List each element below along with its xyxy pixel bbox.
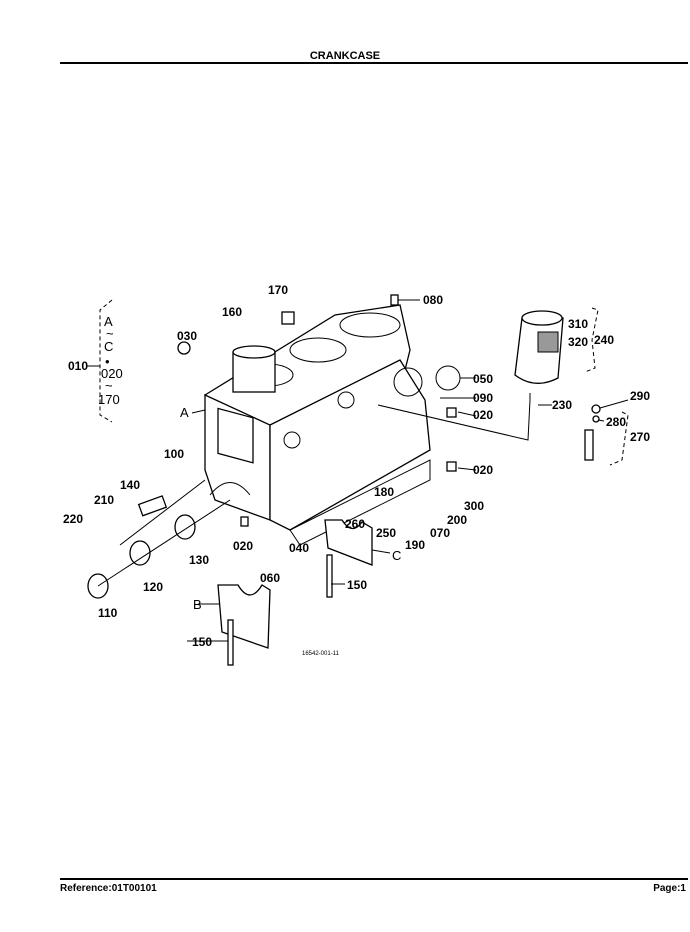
callout: 040: [289, 541, 309, 555]
callout: 280: [606, 415, 626, 429]
reference-number: Reference:01T00101: [60, 883, 157, 894]
callout: 180: [374, 485, 394, 499]
cylinder-liner: [232, 345, 276, 393]
callout: 190: [405, 538, 425, 552]
small-parts: [177, 294, 601, 527]
view-letter-b: B: [193, 597, 202, 612]
callout: 050: [473, 372, 493, 386]
footer-divider: [60, 878, 688, 880]
group-range: ~: [106, 326, 114, 341]
callout: 230: [552, 398, 572, 412]
view-letter-c: C: [392, 548, 401, 563]
callout: 310: [568, 317, 588, 331]
callout: 090: [473, 391, 493, 405]
callout: 290: [630, 389, 650, 403]
callout: 140: [120, 478, 140, 492]
group-label: 010: [68, 359, 88, 373]
callout-labels: 170 160 030 080 310 320 240 050 090 020 …: [63, 283, 650, 657]
callout: 150: [192, 635, 212, 649]
group-range: A: [104, 314, 113, 329]
callout: 260: [345, 517, 365, 531]
callout: 150: [347, 578, 367, 592]
callout: 080: [423, 293, 443, 307]
oil-filter: [377, 310, 564, 441]
callout: 300: [464, 499, 484, 513]
callout: 210: [94, 493, 114, 507]
group-range: 170: [98, 392, 120, 407]
callout: 120: [143, 580, 163, 594]
callout: 020: [473, 408, 493, 422]
callout: 060: [260, 571, 280, 585]
callout: 170: [268, 283, 288, 297]
header-divider: [60, 62, 688, 64]
group-range: 020: [101, 366, 123, 381]
callout: 160: [222, 305, 242, 319]
bearing-cap-c: [324, 519, 373, 566]
callout: 250: [376, 526, 396, 540]
callout: 030: [177, 329, 197, 343]
callout: 020: [473, 463, 493, 477]
page-title: CRANKCASE: [309, 50, 381, 62]
callout: 070: [430, 526, 450, 540]
bearing-cap-b: [217, 584, 271, 649]
callout: 110: [98, 606, 118, 620]
callout: 200: [447, 513, 467, 527]
group-range: ~: [105, 378, 113, 393]
bolt-150: [227, 619, 234, 666]
callout: 020: [233, 539, 253, 553]
figure-code: 16542-001-11: [302, 651, 340, 657]
callout: 270: [630, 430, 650, 444]
view-letter-a: A: [180, 405, 189, 420]
callout: 100: [164, 447, 184, 461]
callout: 240: [594, 333, 614, 347]
callout: 130: [189, 553, 209, 567]
bolt-150: [326, 554, 333, 598]
bushings: [87, 479, 231, 599]
group-range: C: [104, 339, 113, 354]
callout: 320: [568, 335, 588, 349]
leader-lines: [86, 299, 629, 642]
group-range: •: [105, 354, 110, 369]
crankcase-block: [204, 304, 431, 546]
callout: 220: [63, 512, 83, 526]
page-number: Page:1: [653, 883, 686, 894]
